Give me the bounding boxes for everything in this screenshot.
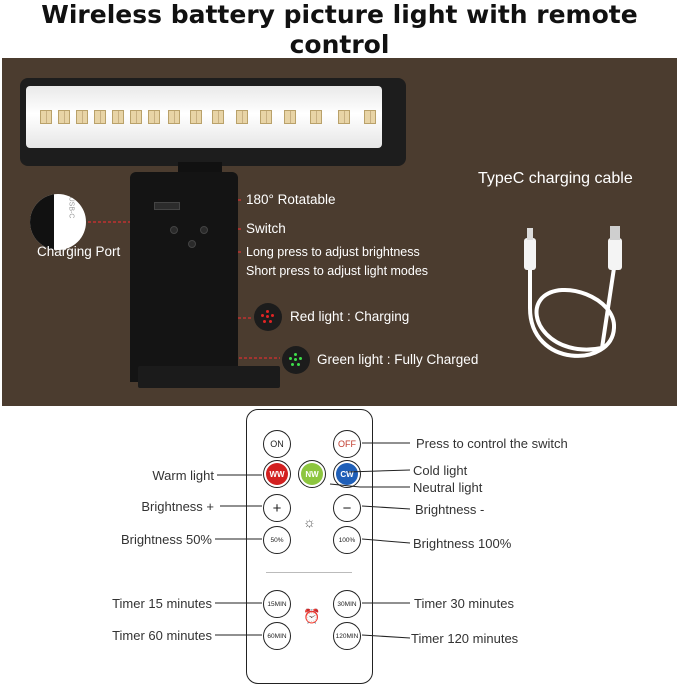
switch-label: Switch: [246, 221, 286, 236]
red-light-icon: [254, 303, 282, 331]
stand-body: [130, 172, 238, 382]
timer-60-button[interactable]: 60MIN: [263, 622, 291, 650]
long-press-label: Long press to adjust brightness: [246, 245, 420, 259]
product-panel: USB-C 180° Rotatable Switch Long press t…: [2, 58, 677, 406]
red-indicator: [188, 240, 196, 248]
rotate-knob: [154, 202, 180, 210]
remote-control: ON OFF WW NW CW + ☼ − 50% 100% 15MIN ⏰ 3…: [246, 409, 373, 684]
brightness-50-label: Brightness 50%: [120, 532, 212, 547]
alarm-clock-icon: ⏰: [303, 608, 321, 624]
led-panel: [26, 86, 382, 148]
typec-cable: [524, 226, 622, 358]
neutral-light-button[interactable]: NW: [298, 460, 326, 488]
brightness-plus-button[interactable]: +: [263, 494, 291, 522]
warm-light-button[interactable]: WW: [263, 460, 291, 488]
off-button[interactable]: OFF: [333, 430, 361, 458]
switch-control-label: Press to control the switch: [416, 436, 568, 451]
timer-30-button[interactable]: 30MIN: [333, 590, 361, 618]
stand-base: [138, 366, 280, 388]
brightness-50-button[interactable]: 50%: [263, 526, 291, 554]
timer-120-button[interactable]: 120MIN: [333, 622, 361, 650]
charging-port-label: Charging Port: [37, 244, 121, 259]
timer-60-label: Timer 60 minutes: [112, 628, 212, 643]
red-light-label: Red light : Charging: [290, 309, 410, 324]
cable-label: TypeC charging cable: [478, 170, 633, 187]
short-press-label: Short press to adjust light modes: [246, 264, 429, 278]
sun-icon: ☼: [303, 514, 316, 530]
cold-light-button[interactable]: CW: [333, 460, 361, 488]
charging-port-closeup: USB-C: [30, 194, 86, 250]
brightness-100-button[interactable]: 100%: [333, 526, 361, 554]
timer-30-label: Timer 30 minutes: [414, 596, 514, 611]
warm-light-label: Warm light: [152, 468, 214, 483]
rotatable-label: 180° Rotatable: [246, 192, 336, 207]
brightness-plus-label: Brightness +: [141, 499, 214, 514]
green-light-label: Green light : Fully Charged: [317, 352, 479, 367]
switch-button: [170, 226, 178, 234]
timer-120-label: Timer 120 minutes: [411, 631, 519, 646]
divider: [266, 572, 352, 573]
timer-15-button[interactable]: 15MIN: [263, 590, 291, 618]
green-indicator: [200, 226, 208, 234]
green-light-icon: [282, 346, 310, 374]
brightness-minus-button[interactable]: −: [333, 494, 361, 522]
on-button[interactable]: ON: [263, 430, 291, 458]
brightness-100-label: Brightness 100%: [413, 536, 512, 551]
neutral-light-label: Neutral light: [413, 480, 483, 495]
cold-light-label: Cold light: [413, 463, 468, 478]
timer-15-label: Timer 15 minutes: [112, 596, 212, 611]
page-title: Wireless battery picture light with remo…: [41, 0, 638, 59]
brightness-minus-label: Brightness -: [415, 502, 485, 517]
